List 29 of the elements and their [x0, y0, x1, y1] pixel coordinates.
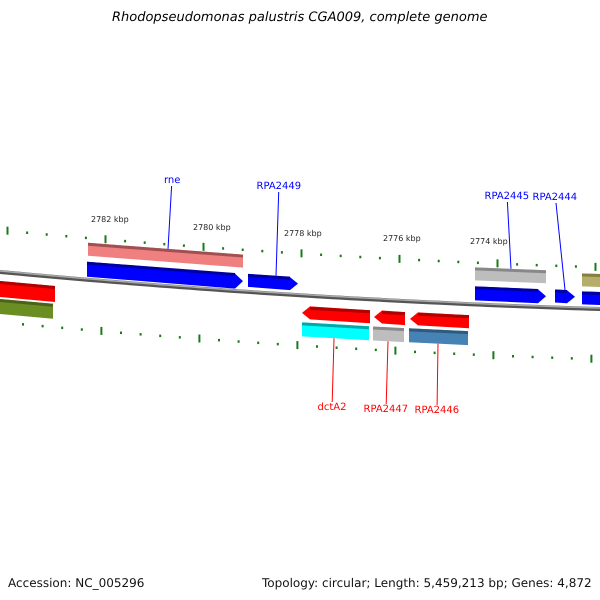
genome-info: Topology: circular; Length: 5,459,213 bp; Genes: 4,872 [262, 576, 592, 590]
gene-label: RPA2447 [364, 404, 408, 415]
coordinate-label: 2774 kbp [470, 237, 508, 246]
gene-feature [474, 267, 546, 284]
gene-label: RPA2446 [414, 405, 460, 416]
gene-feature [554, 290, 575, 304]
gene-feature [302, 322, 370, 340]
gene-label: dctA2 [318, 402, 346, 413]
leader-line [332, 338, 334, 402]
coordinate-label: 2782 kbp [91, 215, 129, 224]
gene-feature [248, 274, 298, 290]
gene-feature [372, 326, 404, 342]
gene-feature [408, 328, 468, 346]
title: Rhodopseudomonas palustris CGA009, complete genome [112, 10, 488, 25]
leader-line [276, 192, 280, 276]
leader-line [168, 186, 172, 250]
leader-line [556, 202, 566, 290]
leader-line [436, 343, 438, 406]
gene-feature [88, 242, 244, 268]
gene-label: rne [164, 175, 180, 186]
leader-line [506, 202, 512, 270]
gene-label: RPA2449 [256, 181, 302, 192]
leader-line [386, 340, 388, 404]
gene-label: RPA2444 [532, 192, 578, 203]
gene-label: RPA2445 [484, 191, 530, 202]
accession-text: Accession: NC_005296 [8, 576, 144, 590]
coordinate-label: 2778 kbp [284, 229, 322, 238]
coordinate-label: 2780 kbp [193, 223, 231, 232]
coordinate-label: 2776 kbp [383, 234, 421, 243]
